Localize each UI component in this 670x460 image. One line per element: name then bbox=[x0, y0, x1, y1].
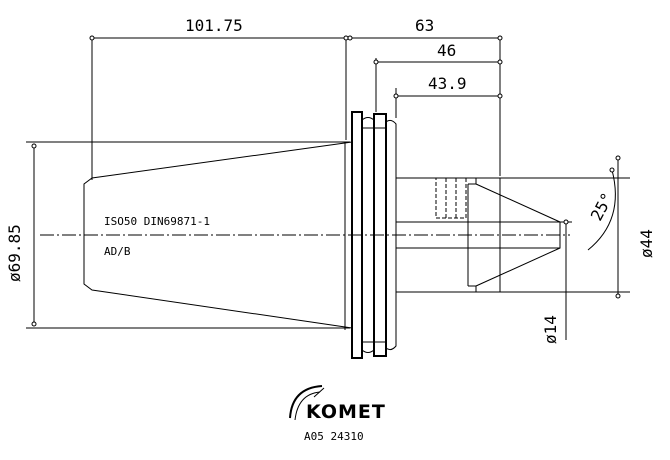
dim-label-taper: ø69.85 bbox=[5, 224, 24, 282]
dim-overall-length: 101.75 bbox=[89, 16, 349, 180]
taper-spec-label: ISO50 DIN69871-1 bbox=[104, 215, 210, 228]
dim-label-bore: ø44 bbox=[637, 229, 656, 258]
flange bbox=[351, 111, 397, 359]
dim-length-c: 43.9 bbox=[393, 74, 503, 118]
taper-body bbox=[83, 141, 353, 330]
dim-pilot-diameter: ø14 bbox=[541, 219, 572, 344]
dim-chamfer-angle: 25° bbox=[587, 167, 617, 251]
set-screw bbox=[435, 177, 467, 219]
dim-label-overall: 101.75 bbox=[185, 16, 243, 35]
dim-length-a: 63 bbox=[347, 16, 503, 176]
dim-bore-diameter: ø44 bbox=[500, 155, 656, 299]
brand-name: KOMET bbox=[306, 401, 386, 423]
komet-logo: KOMET bbox=[289, 385, 386, 423]
dim-taper-diameter: ø69.85 bbox=[5, 141, 350, 329]
dim-label-pilot: ø14 bbox=[541, 315, 560, 344]
dim-label-c: 43.9 bbox=[428, 74, 467, 93]
dim-label-b: 46 bbox=[437, 41, 456, 60]
dim-length-b: 46 bbox=[373, 41, 503, 112]
part-number: A05 24310 bbox=[304, 430, 364, 443]
dim-label-angle: 25° bbox=[587, 189, 617, 223]
dim-label-a: 63 bbox=[415, 16, 434, 35]
variant-label: AD/B bbox=[104, 245, 131, 258]
shank bbox=[396, 177, 561, 293]
